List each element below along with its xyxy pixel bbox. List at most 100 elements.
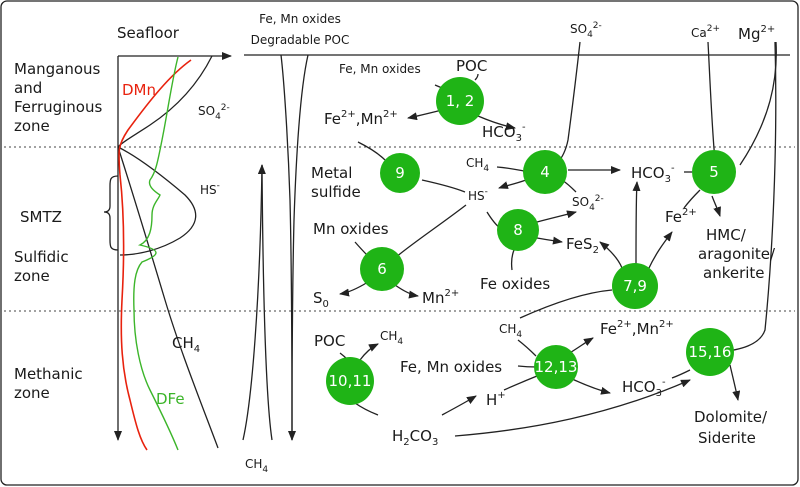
so4-profile-label: SO42- <box>198 103 230 122</box>
smtz-bracket <box>103 175 119 251</box>
mg-deep-input-line <box>719 41 777 353</box>
svg-text:Methanic: Methanic <box>14 365 83 383</box>
species-s0: S0 <box>313 289 329 310</box>
species-hmc-3: ankerite <box>703 264 765 282</box>
r79-out-fes2 <box>599 241 623 269</box>
reaction-node-7-9: 7,9 <box>612 263 658 309</box>
species-fe2-mid: Fe2+ <box>665 207 697 226</box>
r9-in-line <box>357 141 386 161</box>
species-so4-mid: SO42- <box>572 194 604 213</box>
reaction-node-6: 6 <box>360 247 404 291</box>
r1516-out-dolomite <box>729 364 741 401</box>
r6-out-mn2 <box>394 284 419 299</box>
r1011-out-ch4 <box>359 343 379 361</box>
zone-label-manganous: Manganous and Ferruginous zone <box>14 60 102 135</box>
r1213-in-hplus <box>503 375 538 391</box>
species-hplus: H+ <box>486 390 506 409</box>
species-ch4-bottom-left: CH4 <box>380 329 403 347</box>
r12-in-poc <box>474 73 479 81</box>
seafloor-label: Seafloor <box>117 24 180 42</box>
hs-profile-curve <box>117 146 197 256</box>
so4-profile-curve <box>117 55 213 148</box>
downward-flux-arrow <box>280 54 296 441</box>
species-hmc-2: aragonite/ <box>698 245 776 263</box>
flux-label-ch4: CH4 <box>245 457 268 475</box>
r1213-out-hco3 <box>569 377 611 395</box>
mg-input-line <box>739 41 777 166</box>
species-hco3-mid: HCO3- <box>631 163 675 185</box>
flux-label-poc: Degradable POC <box>251 33 350 47</box>
reaction-node-10-11: 10,11 <box>326 357 374 405</box>
h2co3-to-carbonate-arrow <box>454 379 691 437</box>
r12-out-fe-mn <box>407 109 443 121</box>
r5-out-hmc <box>711 195 721 217</box>
species-metal-sulfide-2: sulfide <box>311 183 361 201</box>
reaction-node-1-2: 1, 2 <box>436 77 484 125</box>
svg-text:zone: zone <box>14 267 50 285</box>
reaction-node-8: 8 <box>497 209 539 251</box>
zone-label-sulfidic: Sulfidic zone <box>14 248 69 285</box>
svg-text:Manganous: Manganous <box>14 60 101 78</box>
svg-text:Ferruginous: Ferruginous <box>14 98 102 116</box>
r1516-in-hco3 <box>671 369 691 379</box>
r4-in-ch4 <box>496 166 525 172</box>
svg-text:12,13: 12,13 <box>535 358 578 376</box>
species-hs-mid: HS- <box>468 187 488 203</box>
ca-input-line <box>707 41 716 161</box>
species-metal-sulfide-1: Metal <box>311 164 352 182</box>
flux-label-oxides: Fe, Mn oxides <box>259 12 341 26</box>
svg-text:10,11: 10,11 <box>329 372 372 390</box>
species-fe-mn-bottom: Fe2+,Mn2+ <box>600 319 674 338</box>
species-fe-mn-oxides-top: Fe, Mn oxides <box>339 62 421 76</box>
species-poc-bottom: POC <box>314 332 345 350</box>
r9-to-hs-line <box>421 179 466 193</box>
dmn-profile-label: DMn <box>122 81 156 99</box>
reaction-node-12-13: 12,13 <box>534 345 578 389</box>
dfe-profile-curve <box>133 56 179 451</box>
species-ch4-bottom-right: CH4 <box>499 322 522 340</box>
svg-text:1, 2: 1, 2 <box>446 92 475 110</box>
hs-profile-label: HS- <box>200 181 220 197</box>
dfe-profile-label: DFe <box>156 390 185 408</box>
zone-label-smtz: SMTZ <box>20 208 62 226</box>
svg-text:15,16: 15,16 <box>689 343 732 361</box>
upward-ch4-flux-arrow <box>242 164 266 441</box>
r12-out-hco3 <box>477 115 516 131</box>
reaction-node-5: 5 <box>692 150 736 194</box>
input-ca: Ca2+ <box>691 24 720 40</box>
r8-in-fe-oxides <box>510 249 515 271</box>
reaction-node-4: 4 <box>523 150 567 194</box>
svg-text:zone: zone <box>14 117 50 135</box>
species-fe-oxides-mid: Fe oxides <box>480 275 550 293</box>
species-mn2: Mn2+ <box>422 288 459 307</box>
r1213-out-fe-mn <box>567 337 594 355</box>
ch4-profile-curve <box>117 146 219 449</box>
species-h2co3: H2CO3 <box>392 427 438 448</box>
svg-text:6: 6 <box>377 260 387 278</box>
species-ch4-mid: CH4 <box>466 156 489 174</box>
species-fe-mn-oxides-bottom: Fe, Mn oxides <box>400 358 502 376</box>
svg-text:5: 5 <box>709 163 719 181</box>
input-so4: SO42- <box>570 21 602 40</box>
svg-text:and: and <box>14 79 42 97</box>
svg-text:8: 8 <box>513 221 523 239</box>
upward-ch4-flux-curve <box>261 164 273 441</box>
species-dolomite-2: Siderite <box>698 429 756 447</box>
species-hco3-bottom: HCO3- <box>622 377 666 399</box>
r6-out-s0 <box>339 281 369 297</box>
dmn-profile-curve <box>118 59 192 451</box>
r1011-out-h2co3 <box>354 402 379 416</box>
reaction-node-15-16: 15,16 <box>686 328 734 376</box>
zone-label-methanic: Methanic zone <box>14 365 83 402</box>
r79-in-line <box>519 289 613 319</box>
r79-out-fe2 <box>647 231 673 271</box>
ch4-profile-label: CH4 <box>172 334 200 355</box>
r79-out-hco3 <box>632 181 641 266</box>
input-mg: Mg2+ <box>738 24 775 43</box>
svg-text:zone: zone <box>14 384 50 402</box>
r1213-in-ch4 <box>517 339 537 357</box>
r4-out-hs <box>498 179 527 189</box>
svg-text:4: 4 <box>540 163 550 181</box>
